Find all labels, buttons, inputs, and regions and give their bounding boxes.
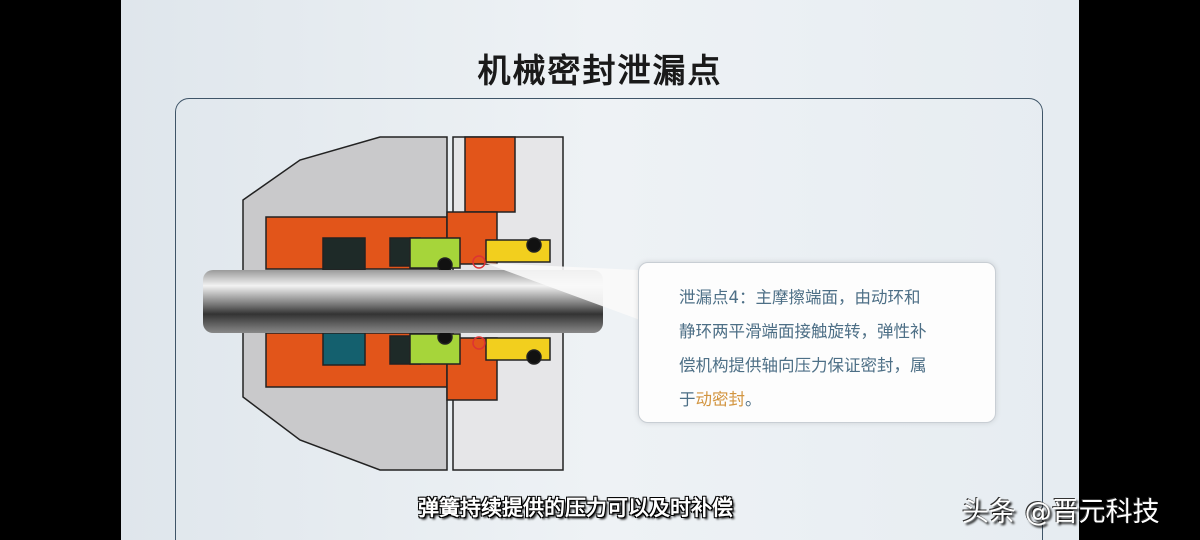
o-ring <box>437 257 453 273</box>
callout-pointer <box>485 263 640 320</box>
gland-top <box>464 136 516 213</box>
callout-line: 于动密封。 <box>679 383 995 417</box>
callout-line: 偿机构提供轴向压力保证密封，属 <box>679 356 927 375</box>
o-ring <box>526 349 542 365</box>
content-panel <box>175 98 1043 540</box>
video-subtitle: 弹簧持续提供的压力可以及时补偿 <box>418 496 733 520</box>
spring-housing-bottom <box>322 332 366 366</box>
callout-line: 泄漏点4：主摩擦端面，由动环和 <box>679 288 921 307</box>
leak-point-marker <box>472 255 486 269</box>
leak-point-callout: 泄漏点4：主摩擦端面，由动环和 静环两平滑端面接触旋转，弹性补 偿机构提供轴向压… <box>638 262 996 423</box>
callout-line: 静环两平滑端面接触旋转，弹性补 <box>679 322 927 341</box>
callout-text: 。 <box>745 390 762 409</box>
callout-text: 于 <box>679 390 696 409</box>
spring-housing-top <box>322 237 366 271</box>
slide-title: 机械密封泄漏点 <box>477 51 723 90</box>
callout-highlight: 动密封 <box>695 390 746 409</box>
shaft <box>203 270 603 333</box>
brand-watermark: 头条 @晋元科技 <box>962 497 1160 528</box>
leak-point-marker <box>472 336 486 350</box>
o-ring <box>526 237 542 253</box>
